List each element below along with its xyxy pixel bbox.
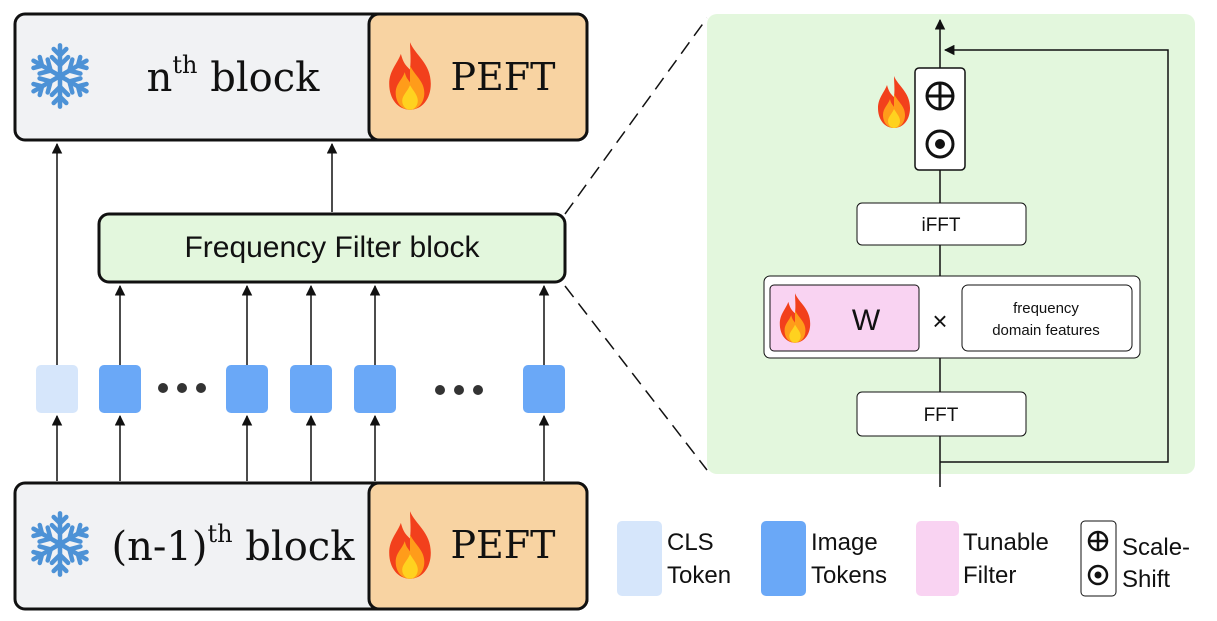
circle-dot-icon xyxy=(925,129,955,159)
svg-text:Filter: Filter xyxy=(963,562,1016,589)
svg-text:Tokens: Tokens xyxy=(811,562,887,589)
peft-module-top xyxy=(367,12,589,142)
circle-plus-icon xyxy=(1087,530,1109,552)
cls-token xyxy=(36,365,78,413)
token-row xyxy=(36,365,565,413)
peft-label-top: PEFT xyxy=(450,55,555,99)
w-label: W xyxy=(852,304,881,337)
ifft-box xyxy=(856,202,1027,246)
filter-detail-panel: iFFT W × frequency domain features FFT xyxy=(707,14,1195,487)
nth-block-label: nth block xyxy=(147,51,320,101)
frequency-filter-block: Frequency Filter block xyxy=(97,212,567,284)
fft-box xyxy=(856,391,1027,437)
legend-scale-shift: Scale- Shift xyxy=(1080,520,1190,597)
svg-text:Image: Image xyxy=(811,529,878,556)
zoom-lines xyxy=(564,17,708,471)
legend-image-tokens: Image Tokens xyxy=(761,521,887,596)
times-label: × xyxy=(932,306,947,336)
svg-text:Tunable: Tunable xyxy=(963,529,1049,556)
circle-dot-icon xyxy=(1087,564,1109,586)
ifft-label: iFFT xyxy=(921,215,960,236)
svg-text:Token: Token xyxy=(667,562,731,589)
svg-text:Scale-: Scale- xyxy=(1122,534,1190,561)
image-token xyxy=(523,365,565,413)
ellipsis-icon xyxy=(435,385,483,395)
image-token xyxy=(354,365,396,413)
peft-label-bottom: PEFT xyxy=(450,523,555,567)
circle-plus-icon xyxy=(925,81,955,111)
legend-cls-token: CLS Token xyxy=(617,521,731,596)
freq-line2: domain features xyxy=(992,322,1100,339)
nth-block: nth block PEFT xyxy=(13,12,589,142)
n-1th-block-label: (n-1)th block xyxy=(112,520,356,570)
freq-line1: frequency xyxy=(1013,300,1079,317)
fft-label: FFT xyxy=(924,405,959,426)
frequency-filter-label: Frequency Filter block xyxy=(184,231,480,264)
image-token xyxy=(99,365,141,413)
ellipsis-icon xyxy=(158,383,206,393)
flow-arrows xyxy=(51,142,550,481)
frequency-features-box xyxy=(961,284,1133,352)
legend-tunable-filter: Tunable Filter xyxy=(916,521,1049,596)
residual-connection xyxy=(940,44,1169,463)
legend: CLS Token Image Tokens Tunable Filter Sc xyxy=(617,520,1190,597)
n-1th-block: (n-1)th block PEFT xyxy=(13,481,589,611)
image-token xyxy=(226,365,268,413)
svg-text:CLS: CLS xyxy=(667,529,714,556)
svg-text:Shift: Shift xyxy=(1122,566,1170,593)
image-token xyxy=(290,365,332,413)
peft-module-bottom xyxy=(367,481,589,611)
